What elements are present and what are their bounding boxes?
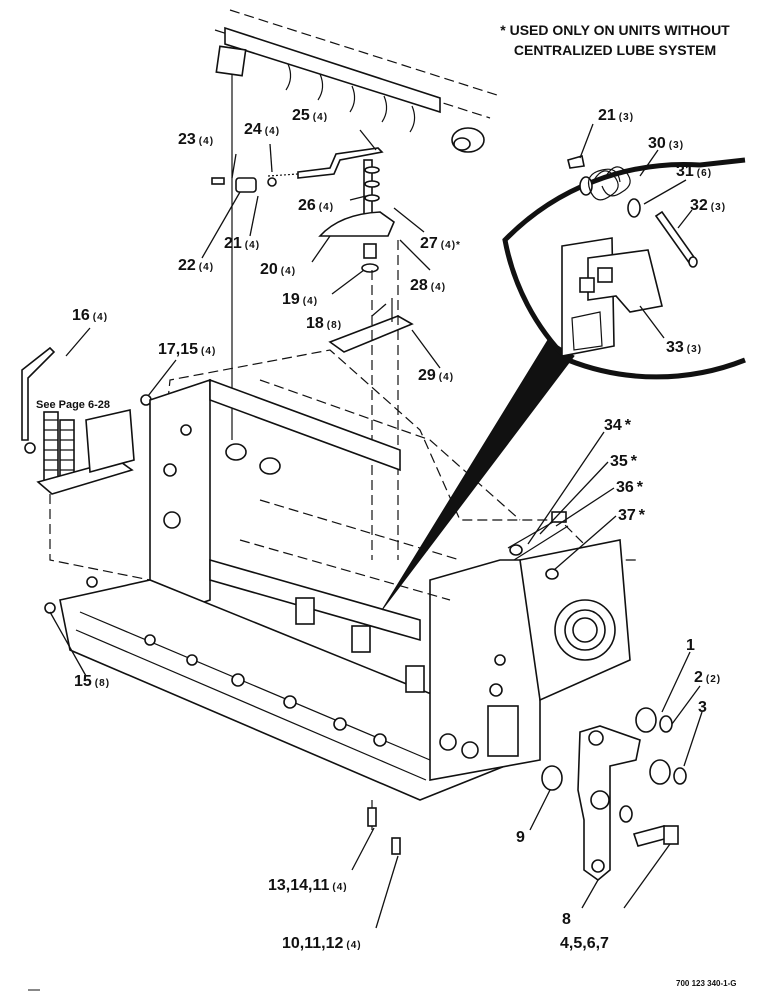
usage-note-line2: CENTRALIZED LUBE SYSTEM bbox=[513, 42, 717, 58]
lube-hardware bbox=[507, 511, 569, 580]
leader-lines bbox=[49, 123, 703, 929]
callout-15: 15(8) bbox=[74, 673, 110, 690]
callout-labels: 25(4) 23(4) 24(4) 26(4) 27(4)* 21(4) 22(… bbox=[72, 107, 726, 952]
usage-note-line1: * USED ONLY ON UNITS WITHOUT bbox=[500, 22, 730, 38]
linkage-assembly bbox=[211, 147, 414, 560]
callout-32: 32(3) bbox=[690, 197, 726, 214]
callout-1: 1 bbox=[686, 637, 695, 654]
callout-27: 27(4)* bbox=[420, 235, 461, 252]
spring-assembly bbox=[21, 346, 152, 614]
callout-9: 9 bbox=[516, 829, 525, 846]
callout-24: 24(4) bbox=[244, 121, 280, 138]
callout-2: 2(2) bbox=[694, 669, 721, 686]
upper-rail bbox=[214, 9, 501, 440]
callout-23: 23(4) bbox=[178, 131, 214, 148]
callout-33: 33(3) bbox=[666, 339, 702, 356]
callout-8: 8 bbox=[562, 911, 571, 928]
callout-34: 34* bbox=[604, 417, 632, 434]
callout-17-15: 17,15(4) bbox=[158, 341, 216, 358]
callout-10-11-12: 10,11,12(4) bbox=[282, 935, 362, 952]
callout-3: 3 bbox=[698, 699, 707, 716]
callout-20: 20(4) bbox=[260, 261, 296, 278]
main-frame bbox=[59, 349, 640, 855]
callout-25: 25(4) bbox=[292, 107, 328, 124]
callout-37: 37* bbox=[618, 507, 646, 524]
callout-19: 19(4) bbox=[282, 291, 318, 308]
detail-callout bbox=[381, 154, 746, 611]
callout-31: 31(6) bbox=[676, 163, 712, 180]
callout-21-detail: 21(3) bbox=[598, 107, 634, 124]
callout-4-5-6-7: 4,5,6,7 bbox=[560, 935, 609, 952]
callout-18: 18(8) bbox=[306, 315, 342, 332]
usage-note: * USED ONLY ON UNITS WITHOUT CENTRALIZED… bbox=[470, 20, 760, 60]
drawing-number: 700 123 340-1-G bbox=[676, 979, 737, 988]
callout-29: 29(4) bbox=[418, 367, 454, 384]
callout-36: 36* bbox=[616, 479, 644, 496]
lower-bracket-parts bbox=[487, 705, 687, 882]
page-reference: See Page 6-28 bbox=[36, 399, 110, 411]
callout-13-14-11: 13,14,11(4) bbox=[268, 877, 348, 894]
callout-22: 22(4) bbox=[178, 257, 214, 274]
callout-30: 30(3) bbox=[648, 135, 684, 152]
callout-26: 26(4) bbox=[298, 197, 334, 214]
callout-16: 16(4) bbox=[72, 307, 108, 324]
callout-35: 35* bbox=[610, 453, 638, 470]
callout-21-upper: 21(4) bbox=[224, 235, 260, 252]
callout-28: 28(4) bbox=[410, 277, 446, 294]
